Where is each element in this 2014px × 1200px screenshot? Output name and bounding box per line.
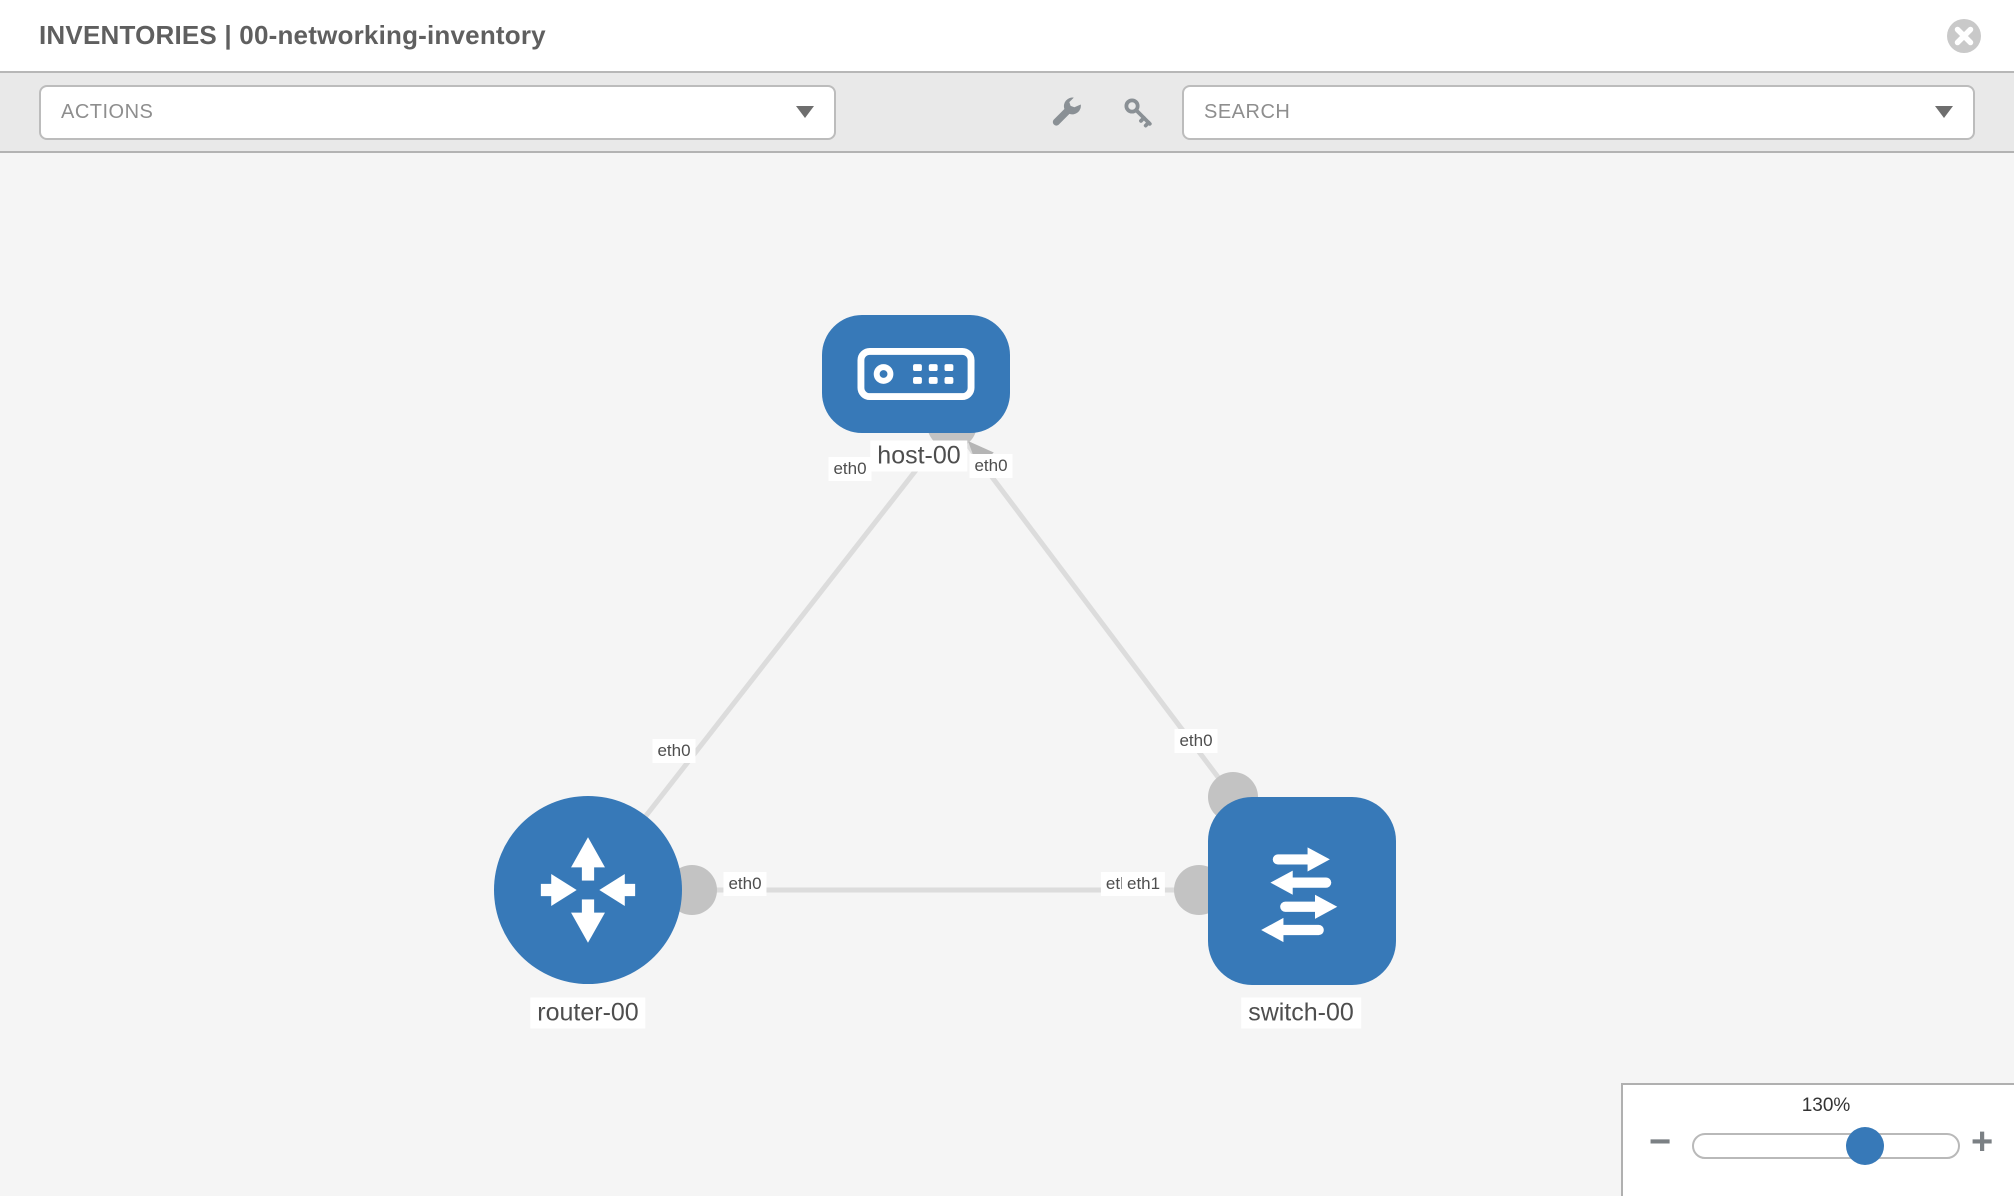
toolbar-icon-group	[1048, 94, 1156, 130]
header: INVENTORIES | 00-networking-inventory	[0, 0, 2014, 73]
zoom-level-label: 130%	[1801, 1095, 1851, 1116]
wrench-icon	[1052, 97, 1081, 126]
zoom-slider-thumb[interactable]	[1846, 1127, 1884, 1165]
node-switch-00[interactable]	[1208, 797, 1396, 985]
node-host-00[interactable]	[822, 315, 1010, 433]
credentials-button[interactable]	[1120, 94, 1156, 130]
interface-label: eth1	[1122, 872, 1166, 896]
interface-label: eth0	[723, 872, 767, 896]
search-dropdown[interactable]: SEARCH	[1182, 84, 1975, 140]
links-layer	[586, 399, 1301, 915]
interface-label: eth0	[1174, 729, 1218, 753]
close-icon	[1947, 18, 1981, 53]
toolbar: ACTIONS SEARCH	[0, 73, 2014, 153]
zoom-in-button[interactable]: +	[1971, 1121, 1994, 1163]
interface-label: eth0	[828, 457, 872, 481]
switch-icon	[1261, 847, 1338, 943]
actions-dropdown[interactable]: ACTIONS	[39, 84, 836, 140]
interface-label-overlapping: eth0 eth1	[1100, 872, 1166, 896]
interface-label: eth0	[969, 454, 1013, 478]
zoom-control-panel: 130% − +	[1621, 1083, 2014, 1196]
node-label-router: router-00	[530, 997, 646, 1029]
page-title: INVENTORIES | 00-networking-inventory	[39, 20, 546, 50]
topology-canvas[interactable]: eth0 eth0 eth0 eth0 eth0 eth0 eth1 host-…	[0, 153, 2014, 1196]
interface-label: eth0	[652, 739, 696, 763]
router-icon	[540, 837, 636, 943]
key-icon	[1123, 97, 1152, 127]
actions-label: ACTIONS	[61, 100, 154, 123]
node-router-00[interactable]	[494, 796, 682, 984]
host-icon	[857, 347, 975, 401]
node-label-switch: switch-00	[1241, 997, 1361, 1029]
link-host-router[interactable]	[586, 422, 954, 892]
close-button[interactable]	[1944, 16, 1984, 56]
zoom-out-button[interactable]: −	[1649, 1121, 1672, 1163]
chevron-down-icon	[1935, 106, 1953, 118]
node-label-host: host-00	[870, 440, 968, 472]
zoom-slider[interactable]	[1692, 1127, 1960, 1165]
chevron-down-icon	[796, 106, 814, 118]
configure-button[interactable]	[1048, 94, 1084, 130]
search-placeholder: SEARCH	[1204, 100, 1291, 123]
